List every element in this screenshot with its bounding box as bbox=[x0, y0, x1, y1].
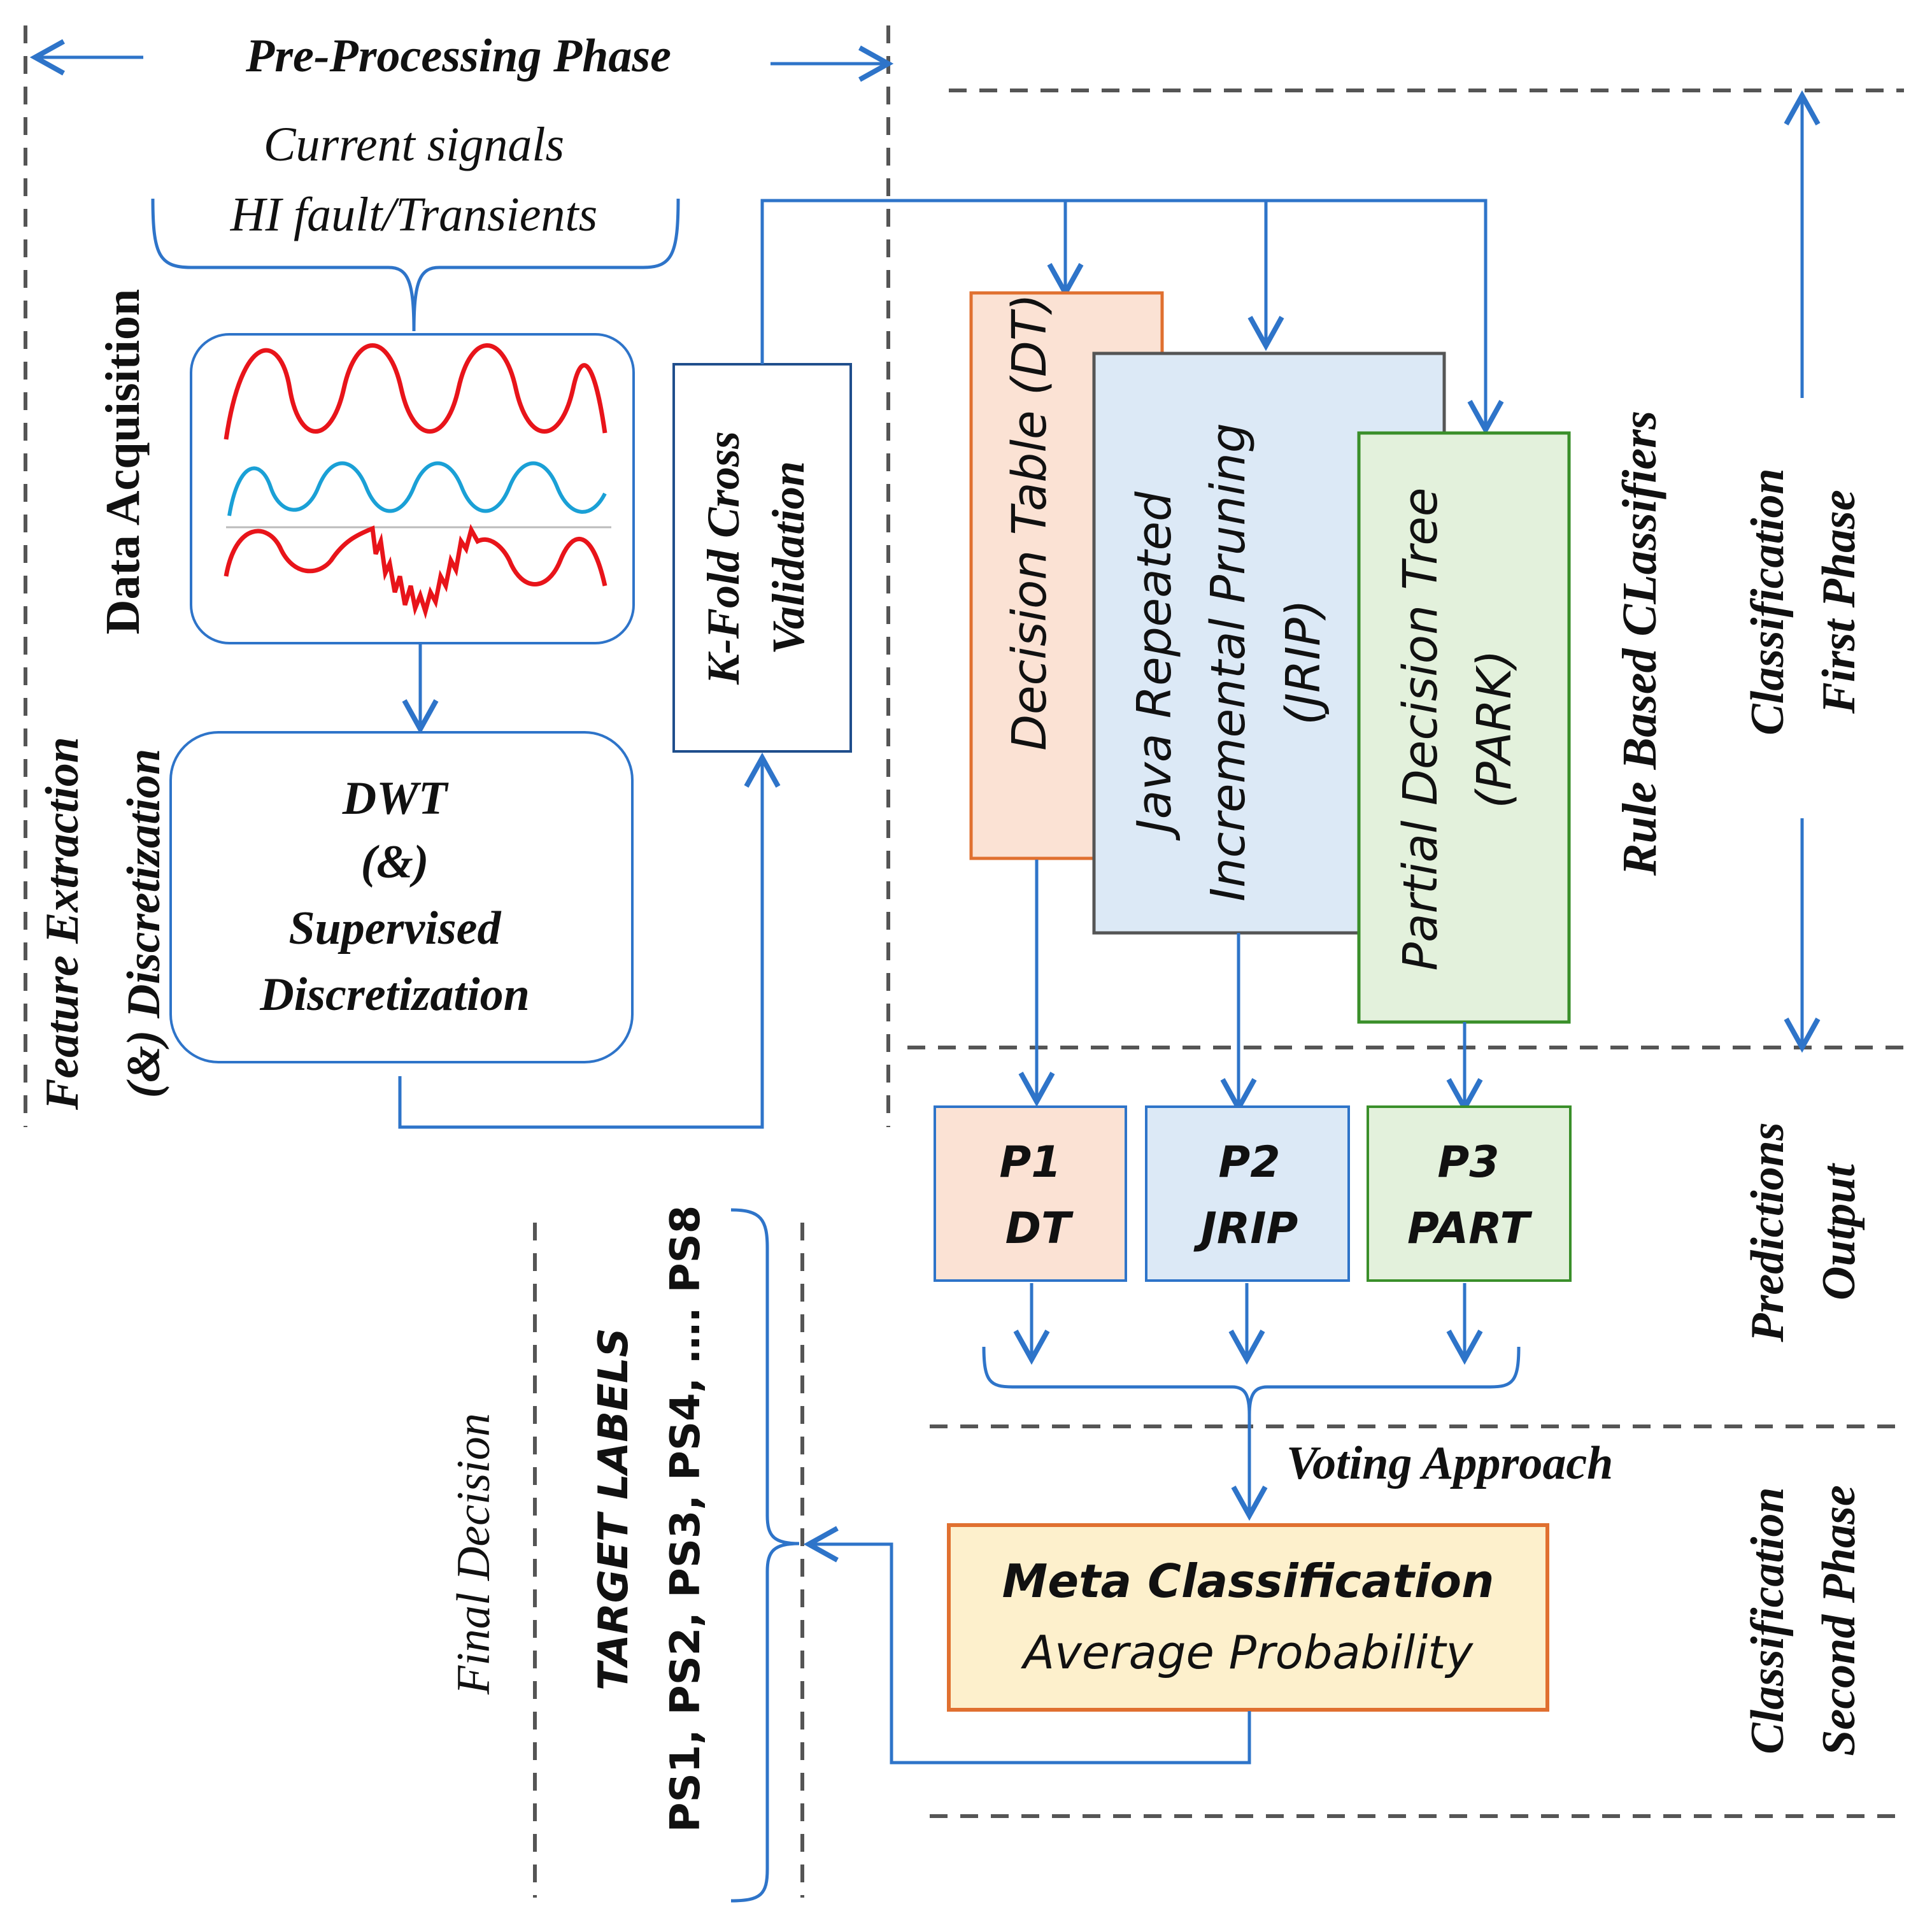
prediction-p2-box bbox=[1145, 1105, 1350, 1282]
partial-decision-tree-box bbox=[1357, 431, 1571, 1024]
classification-first-phase-line2: First Phase bbox=[1813, 490, 1865, 714]
preprocessing-phase-title: Pre-Processing Phase bbox=[245, 30, 671, 82]
classification-second-phase-line1: Classification bbox=[1742, 1487, 1794, 1754]
data-acquisition-label: Data Acquisition bbox=[96, 289, 150, 635]
meta-classification-title: Meta Classification bbox=[1002, 1554, 1495, 1608]
classification-second-phase-line2: Second Phase bbox=[1813, 1485, 1865, 1756]
kfold-line1: K-Fold Cross bbox=[698, 431, 749, 685]
kfold-to-classifiers-arrows bbox=[760, 199, 1504, 436]
classification-first-phase-line1: Classification bbox=[1742, 468, 1794, 735]
signals-caption-line1: Current signals bbox=[264, 118, 564, 171]
prediction-p1-box bbox=[934, 1105, 1127, 1282]
rule-based-classifiers-label: Rule Based CLassifiers bbox=[1613, 411, 1666, 877]
jrip-label-line1: Java Repeated bbox=[1127, 491, 1182, 841]
arrow-dwt-to-kfold bbox=[398, 752, 781, 1129]
voting-brace bbox=[982, 1346, 1521, 1416]
red-fault-waveform bbox=[224, 523, 607, 620]
arrow-meta-to-final-decision bbox=[803, 1526, 1251, 1765]
jrip-label-line3: (JRIP) bbox=[1276, 599, 1331, 725]
partial-tree-label-line1: Partial Decision Tree bbox=[1393, 488, 1448, 971]
dwt-line1: DWT bbox=[342, 772, 449, 825]
prediction-output-arrows bbox=[1013, 1283, 1483, 1365]
prediction-p2-id: P2 bbox=[1218, 1137, 1280, 1188]
voting-approach-label: Voting Approach bbox=[1286, 1437, 1613, 1489]
target-labels-heading: TARGET LABELS bbox=[590, 1328, 637, 1690]
dwt-discretization-box bbox=[169, 731, 634, 1063]
decision-table-label: Decision Table (DT) bbox=[1002, 294, 1057, 751]
jrip-label-line2: Incremental Pruning bbox=[1201, 423, 1256, 902]
prediction-p1-name: DT bbox=[1005, 1204, 1074, 1254]
prediction-p1-id: P1 bbox=[999, 1137, 1061, 1188]
classifier-to-prediction-arrows bbox=[1018, 860, 1483, 1114]
red-sine-waveform-1 bbox=[224, 343, 607, 440]
preprocessing-span-arrows bbox=[29, 39, 894, 82]
prediction-p3-name: PART bbox=[1407, 1204, 1533, 1254]
target-labels-list: PS1, PS2, PS3, PS4, …. PS8 bbox=[662, 1205, 709, 1833]
dwt-line2: (&) bbox=[361, 836, 429, 888]
phase-dividers bbox=[24, 25, 1904, 1898]
kfold-validation-box bbox=[672, 363, 852, 753]
dwt-line4: Discretization bbox=[259, 969, 529, 1021]
prediction-p3-id: P3 bbox=[1437, 1137, 1499, 1188]
predictions-output-line2: Output bbox=[1813, 1163, 1865, 1300]
target-labels-brace bbox=[730, 1208, 800, 1903]
prediction-p2-name: JRIP bbox=[1193, 1204, 1298, 1254]
predictions-output-line1: Predictions bbox=[1742, 1122, 1794, 1342]
prediction-p3-box bbox=[1367, 1105, 1572, 1282]
feature-extraction-label: Feature Extraction bbox=[36, 737, 89, 1111]
kfold-line2: Validation bbox=[763, 461, 814, 655]
signals-caption-line2: HI fault/Transients bbox=[230, 188, 597, 241]
signals-brace bbox=[151, 198, 680, 332]
meta-classification-box bbox=[947, 1523, 1549, 1712]
partial-tree-label-line2: (PARK) bbox=[1467, 650, 1522, 808]
discretization-label: (&) Discretization bbox=[118, 749, 170, 1098]
blue-sine-waveform bbox=[227, 461, 607, 516]
meta-classification-subtitle: Average Probability bbox=[1021, 1626, 1474, 1679]
dwt-line3: Supervised bbox=[289, 902, 502, 955]
final-decision-label: Final Decision bbox=[448, 1413, 500, 1695]
